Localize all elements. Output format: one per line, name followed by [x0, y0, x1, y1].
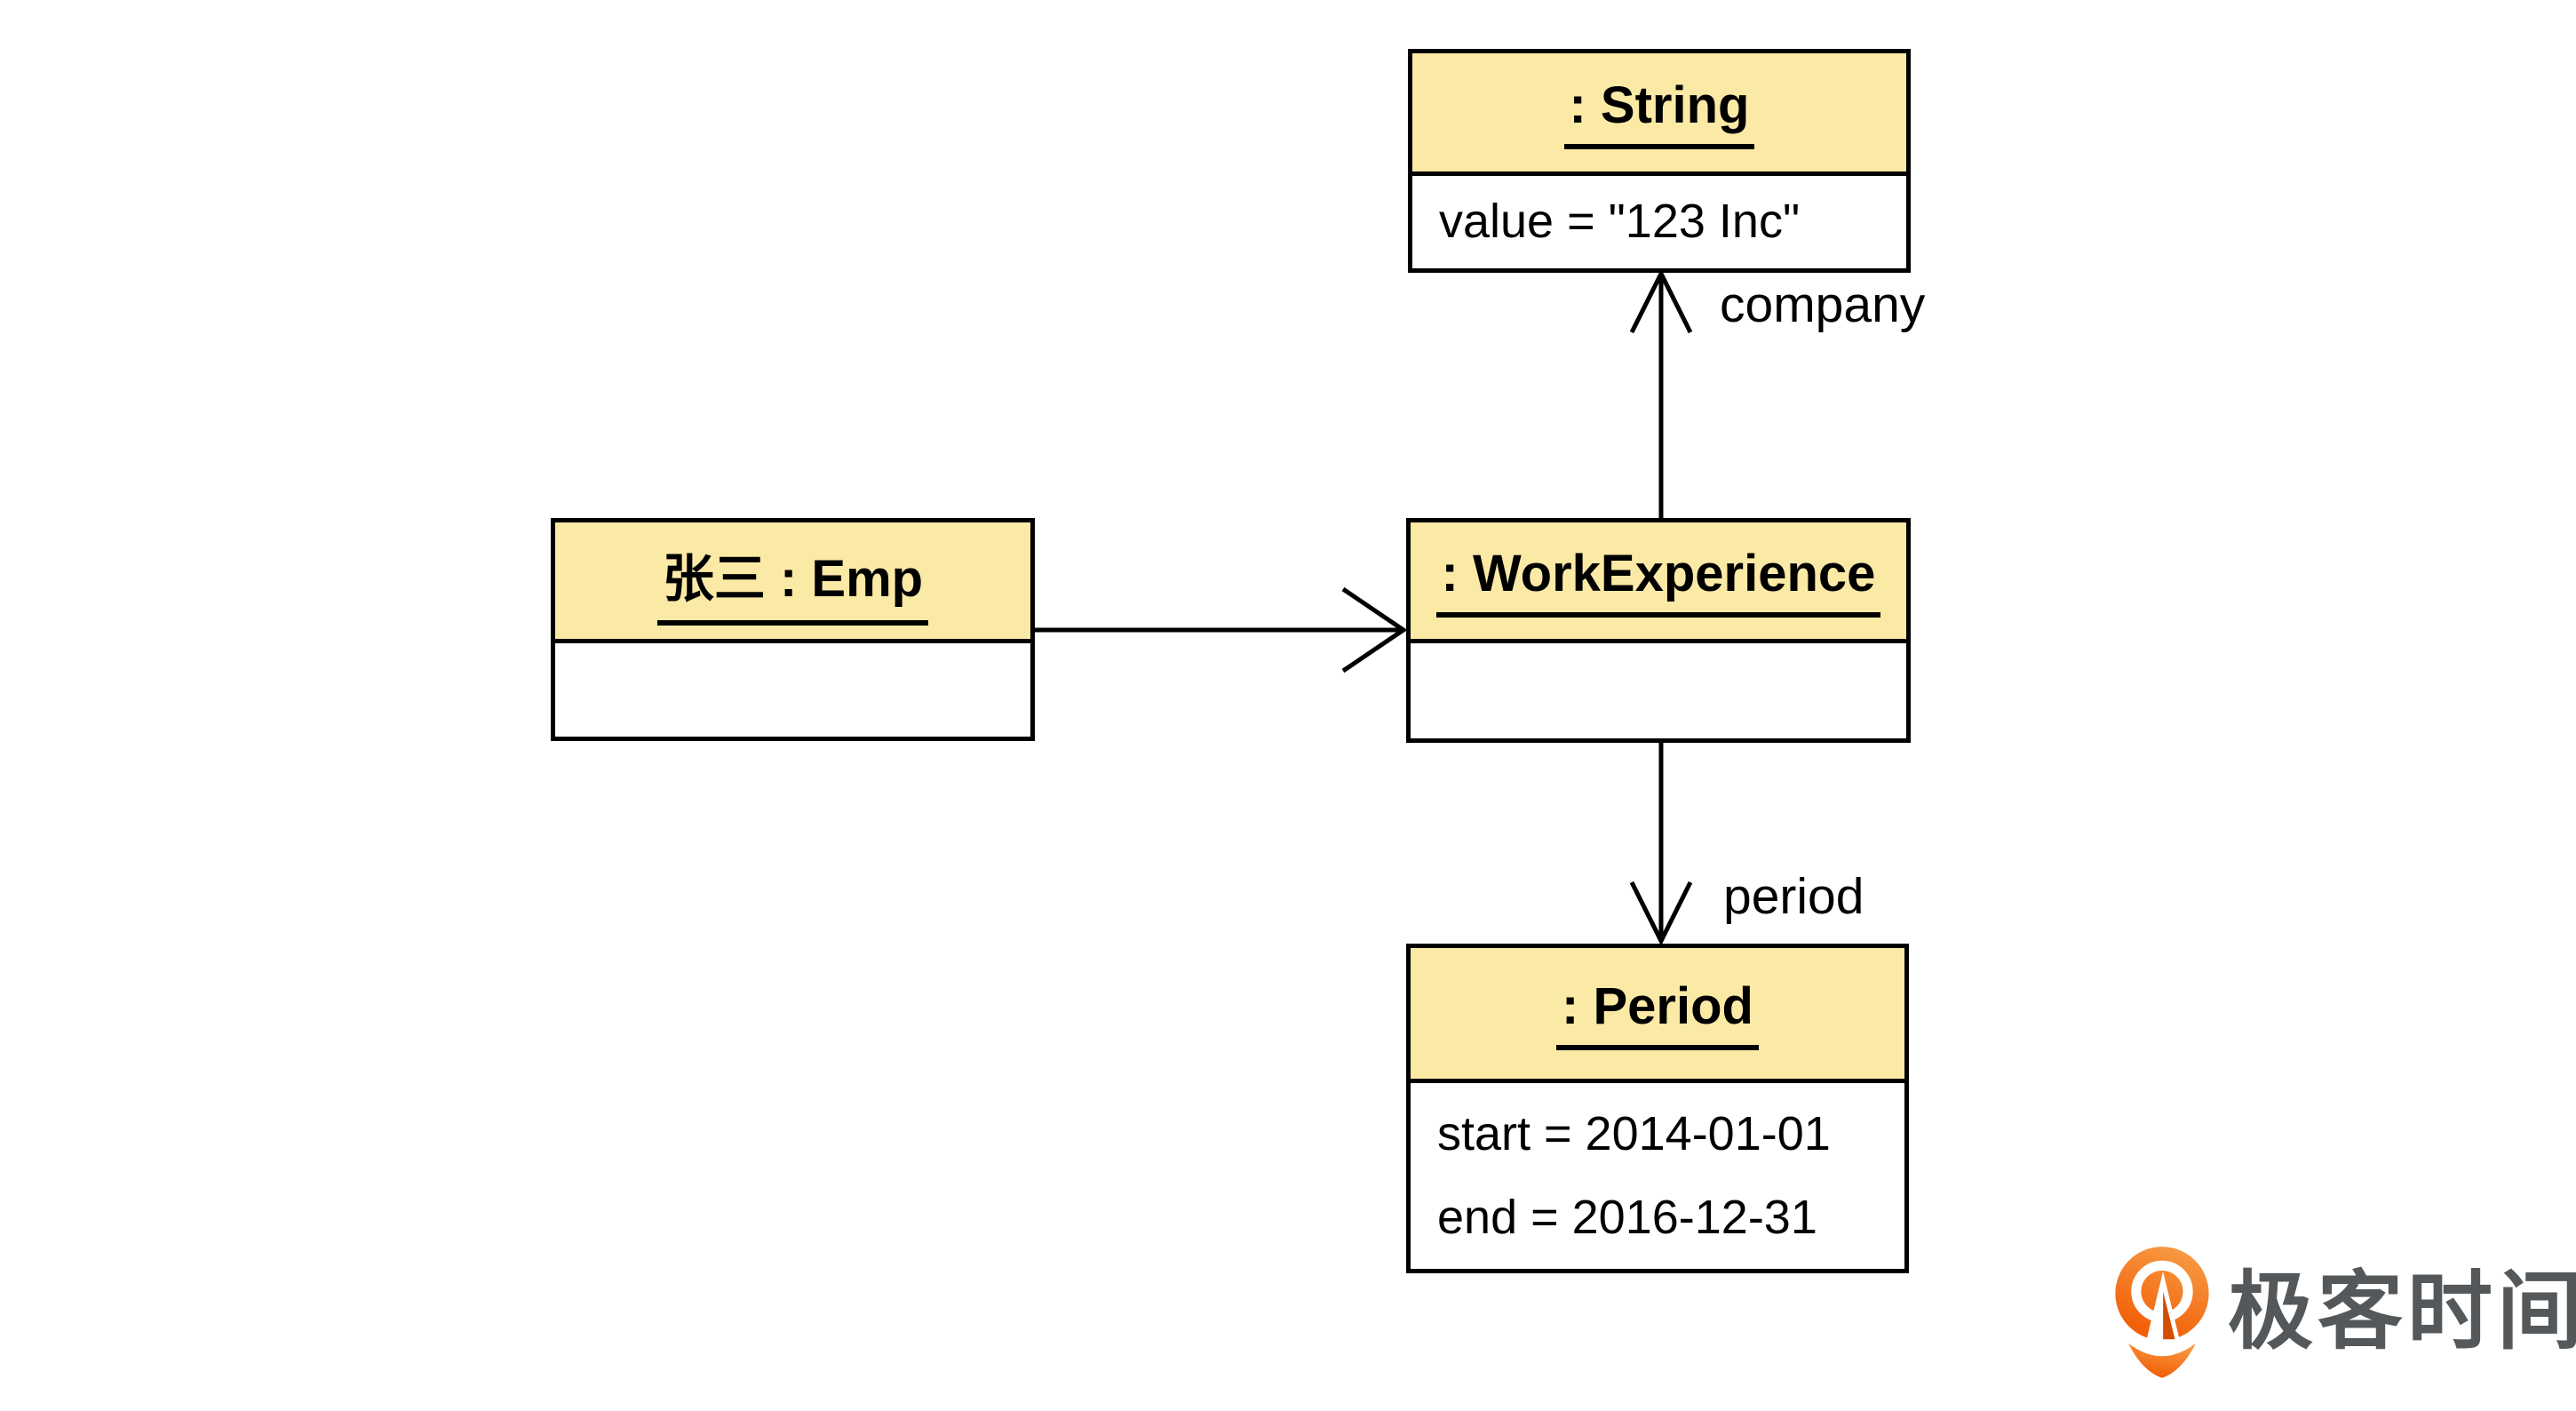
- object-body-workexperience: [1411, 643, 1906, 738]
- geektime-pin-arrow-icon: [2115, 1247, 2209, 1378]
- attribute-line: value = "123 Inc": [1439, 195, 1801, 249]
- object-body-emp: [555, 643, 1030, 737]
- geektime-logo: 极客时间: [2112, 1246, 2576, 1379]
- object-box-workexperience: : WorkExperience: [1406, 518, 1911, 743]
- object-title-text: : Period: [1556, 977, 1759, 1050]
- object-title-string: : String: [1412, 53, 1906, 176]
- edge-label-company: company: [1720, 276, 1926, 333]
- arrow-emp-to-workexperience: [1035, 586, 1408, 674]
- object-title-period: : Period: [1411, 948, 1904, 1083]
- object-box-string: : String value = "123 Inc": [1408, 49, 1911, 273]
- object-title-text: : WorkExperience: [1435, 544, 1881, 618]
- object-title-emp: 张三 : Emp: [555, 522, 1030, 643]
- object-body-string: value = "123 Inc": [1412, 176, 1906, 268]
- attribute-line: end = 2016-12-31: [1437, 1191, 1817, 1245]
- object-title-workexperience: : WorkExperience: [1411, 522, 1906, 643]
- object-box-period: : Period start = 2014-01-01 end = 2016-1…: [1406, 944, 1909, 1273]
- object-box-emp: 张三 : Emp: [551, 518, 1035, 741]
- geektime-logo-text: 极客时间: [2228, 1264, 2576, 1359]
- object-title-text: 张三 : Emp: [656, 537, 929, 626]
- object-title-text: : String: [1563, 76, 1755, 149]
- object-body-period: start = 2014-01-01 end = 2016-12-31: [1411, 1083, 1904, 1269]
- arrow-workexperience-to-string: [1629, 268, 1693, 518]
- attribute-line: start = 2014-01-01: [1437, 1106, 1831, 1160]
- arrow-workexperience-to-period: [1629, 743, 1693, 946]
- edge-label-period: period: [1723, 868, 1864, 925]
